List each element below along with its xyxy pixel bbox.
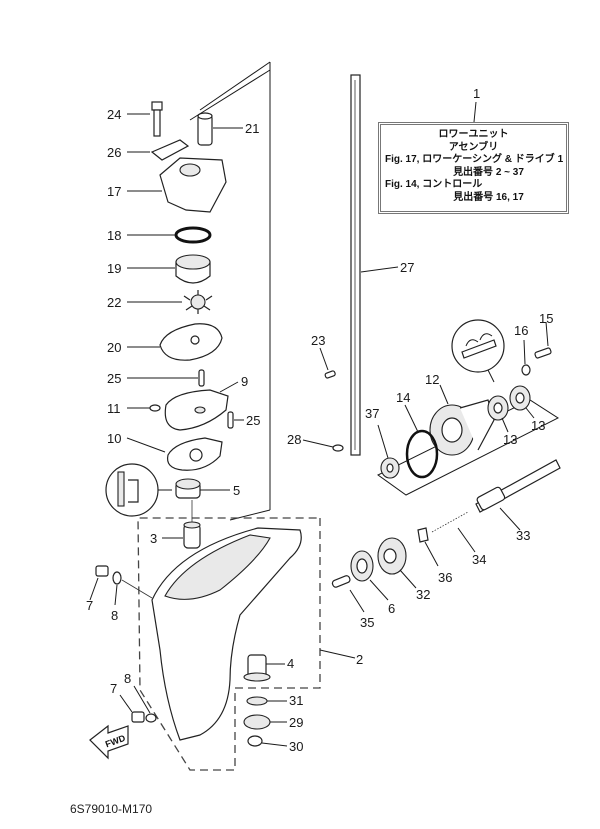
part-21-sleeve — [197, 112, 243, 146]
detail-magnifier-5 — [105, 463, 172, 517]
part-27-drive-shaft — [350, 74, 399, 456]
info-fig17: Fig. 17, ロワーケーシング & ドライブ 1 — [385, 154, 564, 165]
info-title-line2: アセンブリ — [448, 141, 499, 153]
callout-25b: 25 — [246, 413, 260, 428]
part-28-clip — [302, 439, 344, 452]
callout-21: 21 — [245, 121, 259, 136]
part-7-screw-lower — [119, 694, 145, 723]
part-12-housing — [429, 384, 495, 456]
callout-13a: 13 — [503, 432, 517, 447]
callout-30: 30 — [289, 739, 303, 754]
part-26-plate — [127, 139, 190, 161]
part-18-o-ring — [127, 226, 212, 244]
detail-magnifier-seal — [451, 319, 505, 383]
callout-31: 31 — [289, 693, 303, 708]
part-34-spring — [431, 511, 476, 553]
callout-11: 11 — [107, 401, 121, 416]
callout-14: 14 — [396, 390, 410, 405]
assembly-info-box: ロワーユニット アセンブリ Fig. 17, ロワーケーシング & ドライブ 1… — [378, 122, 569, 214]
part-8-washer-lower — [133, 685, 157, 723]
info-fig14-range: 見出番号 16, 17 — [453, 191, 524, 203]
part-19-cup — [127, 254, 211, 284]
part-30-nut — [247, 735, 288, 747]
callout-6: 6 — [388, 601, 395, 616]
part-20-plate — [127, 323, 223, 361]
callout-5: 5 — [233, 483, 240, 498]
part-37-oil-seal — [377, 424, 400, 479]
callout-25a: 25 — [107, 371, 121, 386]
callout-33: 33 — [516, 528, 530, 543]
callout-2: 2 — [356, 652, 363, 667]
callout-7a: 7 — [86, 598, 93, 613]
info-title-line1: ロワーユニット — [438, 129, 509, 140]
callout-labels: 1 2 3 4 5 6 7 7 8 8 9 10 11 12 13 13 14 … — [86, 86, 553, 754]
part-13-bearing-a — [487, 395, 509, 433]
callout-8a: 8 — [111, 608, 118, 623]
part-31-washer — [246, 696, 287, 706]
callout-16: 16 — [514, 323, 528, 338]
callout-36: 36 — [438, 570, 452, 585]
part-22-impeller — [127, 290, 213, 314]
part-23-pin — [319, 347, 336, 379]
part-15-screw — [534, 321, 552, 359]
callout-12: 12 — [425, 372, 439, 387]
callout-23: 23 — [311, 333, 325, 348]
callout-3: 3 — [150, 531, 157, 546]
part-33-propeller-shaft — [475, 459, 561, 531]
part-2-lower-casing — [151, 527, 356, 741]
callout-9: 9 — [241, 374, 248, 389]
diagram-reference-code: 6S79010-M170 — [70, 802, 153, 816]
part-25-pin-upper — [127, 369, 205, 387]
callout-29: 29 — [289, 715, 303, 730]
callout-4: 4 — [287, 656, 294, 671]
part-29-pinion-gear — [243, 714, 287, 730]
callout-8b: 8 — [124, 671, 131, 686]
part-4-bushing — [243, 654, 285, 682]
callout-34: 34 — [472, 552, 486, 567]
callout-37: 37 — [365, 406, 379, 421]
callout-15: 15 — [539, 311, 553, 326]
part-8-washer-upper — [112, 571, 153, 606]
callout-18: 18 — [107, 228, 121, 243]
part-6-bearing — [350, 550, 389, 601]
callout-26: 26 — [107, 145, 121, 160]
fwd-arrow-icon: FWD — [89, 724, 129, 760]
part-7-screw-upper — [89, 565, 109, 601]
callout-22: 22 — [107, 295, 121, 310]
callout-24: 24 — [107, 107, 121, 122]
part-32-forward-gear — [377, 537, 417, 589]
part-11-ring — [127, 404, 161, 412]
part-5-bearing — [175, 478, 230, 499]
part-14-o-ring — [404, 404, 439, 479]
part-25-pin-side — [227, 411, 244, 429]
part-9-pump-base — [164, 381, 239, 431]
callout-19: 19 — [107, 261, 121, 276]
part-24-bolt — [127, 101, 163, 137]
part-17-pump-housing — [127, 69, 271, 213]
callout-32: 32 — [416, 587, 430, 602]
part-13-bearing-b — [509, 385, 535, 419]
callout-1: 1 — [473, 86, 480, 101]
part-36-clip — [417, 527, 439, 567]
callout-35: 35 — [360, 615, 374, 630]
lower-casing-dashed-boundary — [137, 517, 321, 771]
info-fig17-range: 見出番号 2 ~ 37 — [453, 166, 524, 178]
part-10-gasket — [126, 437, 223, 471]
callout-7b: 7 — [110, 681, 117, 696]
part-16-washer — [521, 339, 531, 376]
callout-10: 10 — [107, 431, 121, 446]
callout-13b: 13 — [531, 418, 545, 433]
part-3-collar — [162, 500, 201, 549]
callout-20: 20 — [107, 340, 121, 355]
callout-27: 27 — [400, 260, 414, 275]
info-fig14: Fig. 14, コントロール — [385, 179, 483, 190]
callout-17: 17 — [107, 184, 121, 199]
part-35-pin — [331, 575, 365, 613]
callout-28: 28 — [287, 432, 301, 447]
